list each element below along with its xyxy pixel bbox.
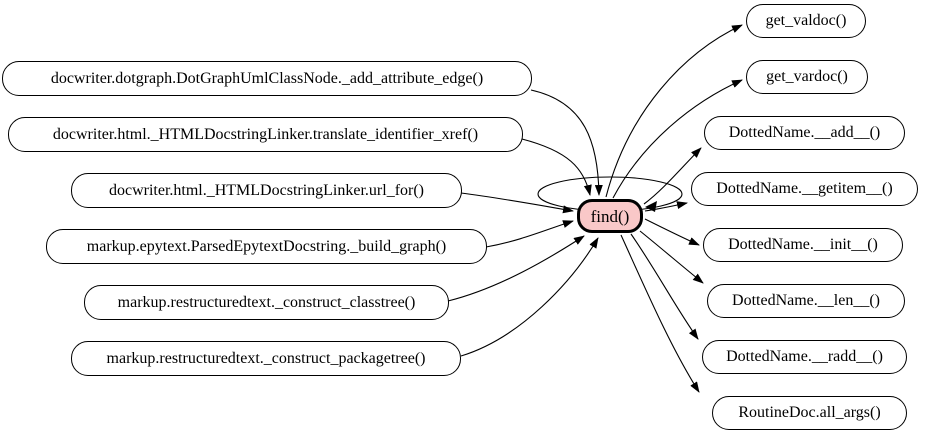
callee-node-dottedname-len[interactable]: DottedName.__len__() — [707, 284, 905, 318]
caller-node-build-graph[interactable]: markup.epytext.ParsedEpytextDocstring._b… — [46, 229, 487, 264]
callee-node-dottedname-getitem[interactable]: DottedName.__getitem__() — [691, 172, 918, 206]
edge-caller-5-to-find — [447, 235, 585, 302]
edge-find-to-get-vardoc — [612, 79, 743, 199]
edge-find-to-dottedname-radd — [630, 233, 699, 340]
edge-caller-1-to-find — [530, 89, 603, 196]
edge-caller-4-to-find — [485, 220, 574, 248]
callee-node-dottedname-add[interactable]: DottedName.__add__() — [704, 116, 905, 150]
caller-node-construct-packagetree[interactable]: markup.restructuredtext._construct_packa… — [71, 341, 461, 376]
edge-find-to-get-valdoc — [605, 24, 743, 198]
edge-caller-6-to-find — [460, 237, 599, 357]
callee-node-dottedname-init[interactable]: DottedName.__init__() — [703, 228, 903, 262]
edge-find-to-dottedname-len — [639, 230, 704, 284]
callee-node-get-vardoc[interactable]: get_vardoc() — [746, 60, 868, 94]
callee-node-dottedname-radd[interactable]: DottedName.__radd__() — [702, 340, 907, 374]
caller-node-add-attribute-edge[interactable]: docwriter.dotgraph.DotGraphUmlClassNode.… — [2, 61, 532, 96]
caller-node-construct-classtree[interactable]: markup.restructuredtext._construct_class… — [84, 285, 449, 320]
edge-find-to-dottedname-getitem — [644, 201, 688, 212]
edge-find-to-routinedoc-all-args — [620, 234, 700, 393]
caller-node-url-for[interactable]: docwriter.html._HTMLDocstringLinker.url_… — [71, 173, 462, 208]
edge-caller-2-to-find — [521, 138, 592, 196]
callee-node-get-valdoc[interactable]: get_valdoc() — [746, 4, 866, 38]
edge-find-to-dottedname-add — [643, 147, 702, 205]
callee-node-routinedoc-all-args[interactable]: RoutineDoc.all_args() — [712, 396, 907, 430]
center-node-find[interactable]: find() — [577, 199, 643, 233]
edge-find-to-dottedname-init — [644, 218, 700, 246]
caller-node-translate-identifier-xref[interactable]: docwriter.html._HTMLDocstringLinker.tran… — [8, 117, 523, 152]
edge-caller-3-to-find — [460, 192, 574, 214]
